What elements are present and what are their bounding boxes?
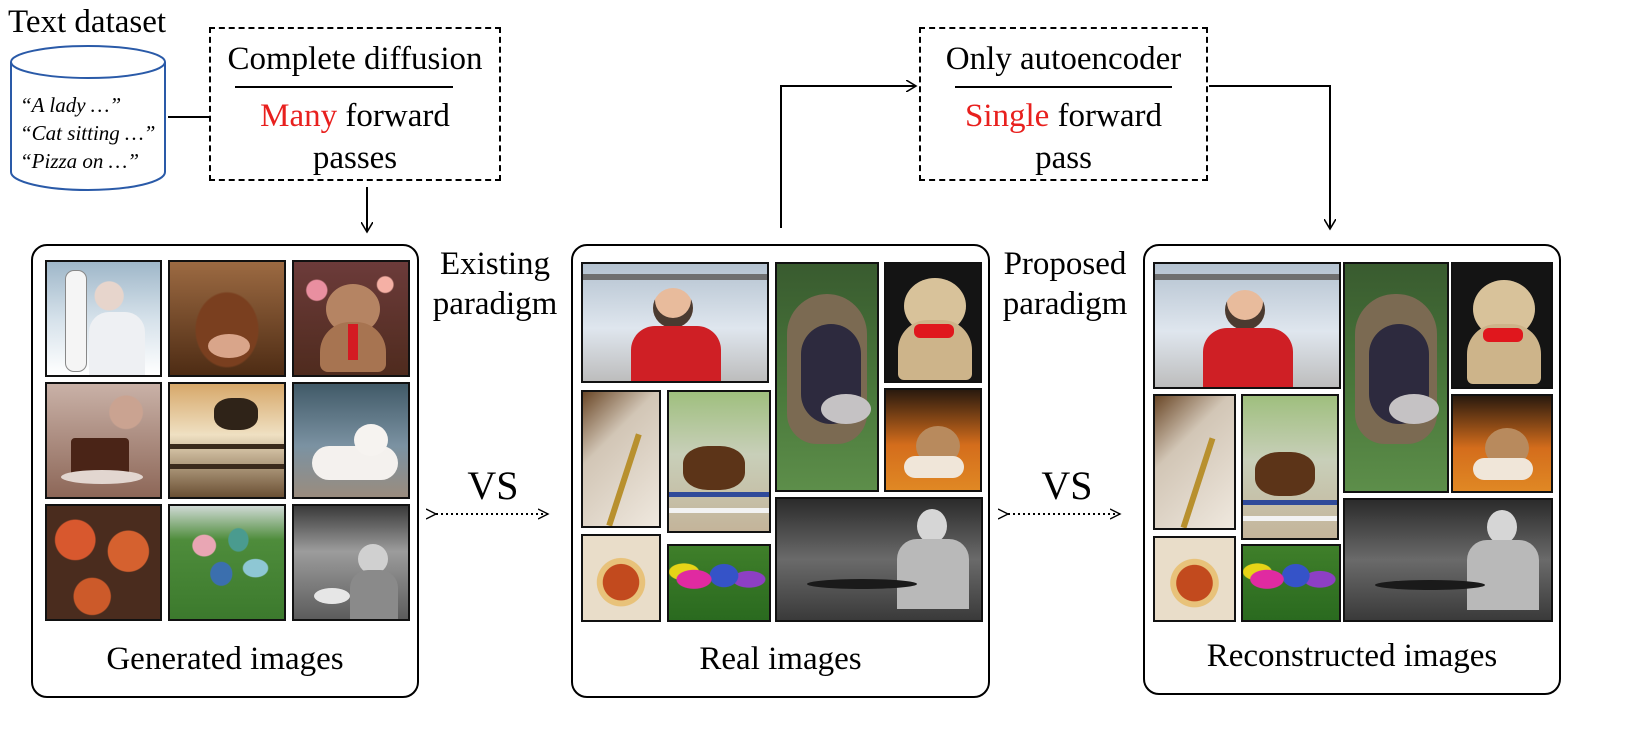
autoencoder-title: Only autoencoder (945, 41, 1182, 77)
image-white-cat-lying (292, 382, 410, 499)
image-man-with-cake-bw (292, 504, 410, 621)
arrow-autoencoder-to-reconstructed (1209, 85, 1330, 229)
proposed-paradigm-label: Proposed paradigm (990, 244, 1140, 324)
image-cat-lying-orange (1451, 394, 1553, 493)
generated-images-panel: Generated images (31, 244, 419, 698)
paradigm-text: paradigm (432, 286, 558, 322)
divider-line (235, 86, 453, 88)
prompt-item: “Cat sitting …” (20, 121, 156, 145)
vs-label-left: VS (467, 463, 519, 508)
image-child-skier (581, 262, 769, 383)
image-colorful-umbrellas (667, 544, 771, 622)
diffusion-title: Complete diffusion (227, 41, 483, 77)
proposed-text: Proposed (1003, 246, 1127, 282)
image-man-at-cafe-bw (775, 497, 983, 622)
image-pizza-slice (1153, 536, 1236, 622)
image-fork-on-plate (1153, 394, 1236, 530)
image-horse-jumping-fence (168, 382, 286, 499)
image-chocolate-cake (45, 382, 162, 499)
image-man-at-cafe-bw (1343, 498, 1553, 622)
paradigm-text: paradigm (1002, 286, 1128, 322)
arrow-real-to-autoencoder (780, 86, 916, 228)
prompt-list: “A lady …” “Cat sitting …” “Pizza on …” (20, 91, 155, 175)
forward-text: forward (337, 98, 450, 134)
image-teddy-bear-red-bow (1451, 262, 1553, 389)
real-images-label: Real images (699, 641, 862, 677)
dataset-connector (168, 116, 210, 118)
image-fork-on-plate (581, 390, 661, 528)
image-pizzas-on-table (45, 504, 162, 621)
complete-diffusion-box: Complete diffusion Many forward passes (209, 27, 501, 181)
image-lady-with-snowboard (45, 260, 162, 377)
image-pizza-slice (581, 534, 661, 622)
divider-line (955, 86, 1172, 88)
pass-text: pass (1035, 140, 1092, 176)
reconstructed-images-label: Reconstructed images (1206, 638, 1498, 674)
image-cat-lying-orange (884, 388, 982, 492)
autoencoder-box: Only autoencoder Single forward pass (919, 27, 1208, 181)
image-colorful-umbrellas (1241, 544, 1341, 622)
passes-text: passes (312, 140, 398, 176)
database-icon (10, 45, 166, 191)
autoencoder-description: Single forward pass (921, 95, 1206, 179)
forward-text: forward (1049, 98, 1163, 134)
image-cow-portrait (168, 260, 286, 377)
image-cow-closeup (1343, 262, 1449, 493)
prompt-item: “Pizza on …” (20, 149, 140, 173)
diffusion-description: Many forward passes (211, 95, 499, 179)
vs-label-right: VS (1041, 463, 1093, 508)
image-colorful-umbrellas-on-grass (168, 504, 286, 621)
image-cow-closeup (775, 262, 879, 492)
image-teddy-bear-red-bow (884, 262, 982, 383)
text-dataset-title: Text dataset (8, 4, 167, 40)
reconstructed-images-panel: Reconstructed images (1143, 244, 1561, 695)
real-images-panel: Real images (571, 244, 990, 698)
image-teddy-bear-red-tie (292, 260, 410, 377)
image-horse-show-jumping (1241, 394, 1339, 540)
generated-images-label: Generated images (106, 641, 344, 677)
prompt-item: “A lady …” (20, 93, 122, 117)
image-horse-show-jumping (667, 390, 771, 533)
single-highlight: Single (964, 98, 1050, 134)
image-child-skier (1153, 262, 1341, 389)
many-highlight: Many (260, 98, 338, 134)
existing-text: Existing (439, 246, 550, 282)
existing-paradigm-label: Existing paradigm (420, 244, 570, 324)
